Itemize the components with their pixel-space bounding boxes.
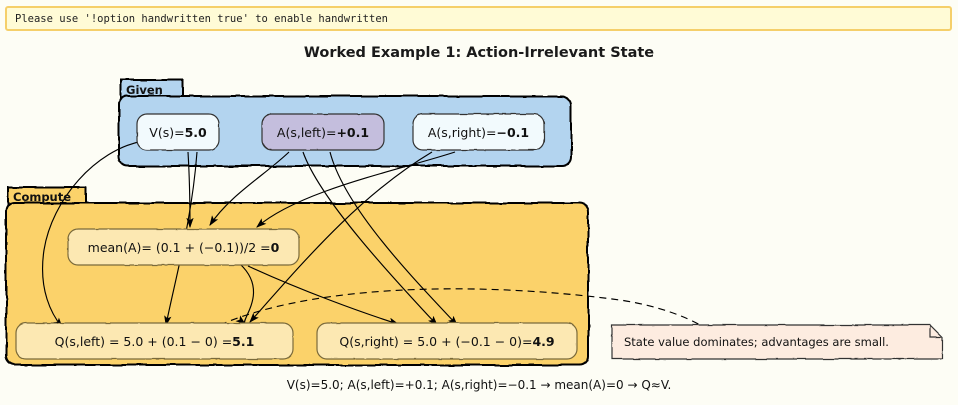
warning-banner: Please use '!option handwritten true' to… [5,6,952,31]
diagram-caption: V(s)=5.0; A(s,left)=+0.1; A(s,right)=−0.… [286,378,672,392]
edge-aleft-to-qright-2 [329,151,458,326]
edge-vs-to-qleft [42,140,144,328]
node-v-s[interactable] [136,113,220,151]
node-mean-a[interactable] [67,228,300,266]
edge-aleft-to-mean [209,151,290,226]
edge-vs-down [186,151,194,229]
warning-banner-text: Please use '!option handwritten true' to… [15,12,388,25]
node-q-left[interactable] [15,322,294,360]
note-shape[interactable] [611,324,943,360]
edge-mean-to-qleft [235,263,254,325]
node-a-left[interactable] [261,113,385,151]
note-fold-corner [929,325,942,338]
edge-aleft-to-qright [302,151,438,326]
edge-aright-to-qleft [249,151,433,323]
edge-mean-to-qright [247,265,400,325]
node-q-right[interactable] [316,322,578,360]
edge-note-dashed [208,288,701,331]
node-a-right[interactable] [412,113,545,151]
page-title: Worked Example 1: Action-Irrelevant Stat… [303,45,655,61]
edge-aright-to-mean [256,151,456,228]
